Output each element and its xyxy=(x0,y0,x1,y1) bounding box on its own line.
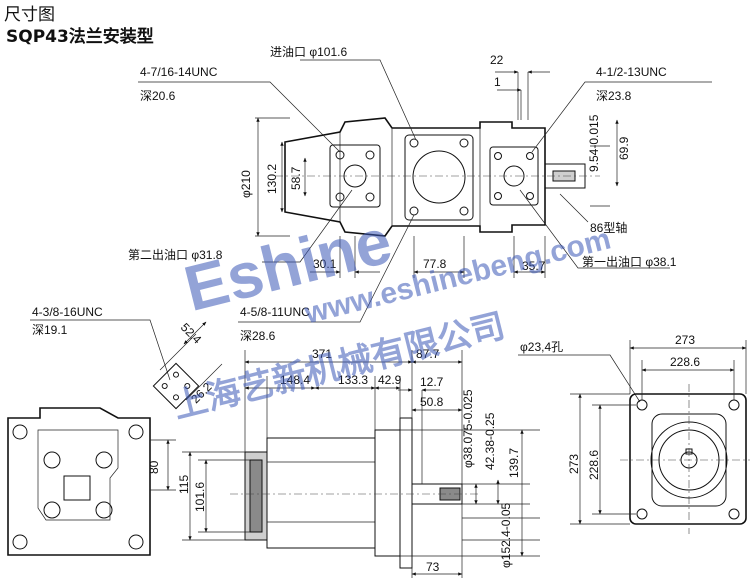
shaft-38: φ38.075-0.025 xyxy=(461,389,475,468)
dim-139-7: 139.7 xyxy=(507,448,521,478)
page-title: 尺寸图 xyxy=(4,5,55,25)
dim-22: 22 xyxy=(490,53,504,67)
depth-left-label: 深20.6 xyxy=(140,89,176,103)
inlet-label: 进油口 φ101.6 xyxy=(270,45,347,59)
dim-101-6: 101.6 xyxy=(193,482,207,512)
dim-77-8: 77.8 xyxy=(423,257,447,271)
pilot-152: φ152.4-0.05 xyxy=(499,503,513,568)
dia-210: φ210 xyxy=(239,170,253,198)
depth-right-label: 深23.8 xyxy=(596,89,632,103)
model-title: SQP43法兰安装型 xyxy=(6,27,154,47)
flange-view: φ23,4孔 273 228.6 273 228.6 xyxy=(518,333,750,534)
dim-148-4: 148.4 xyxy=(280,373,310,387)
flange-holes-label: φ23,4孔 xyxy=(520,340,563,354)
dim-50-8: 50.8 xyxy=(420,395,444,409)
dim-133-3: 133.3 xyxy=(338,373,368,387)
depth-bottom-label: 深28.6 xyxy=(240,329,276,343)
flange-228-6-h: 228.6 xyxy=(587,450,601,480)
top-view: 22 1 进油口 φ101.6 4-7/16-14UNC 深20.6 4-1/2… xyxy=(128,45,712,343)
dim-69-9: 69.9 xyxy=(617,136,631,160)
key-42: 42.38-0.25 xyxy=(483,412,497,470)
thread-left-end: 4-3/8-16UNC xyxy=(32,305,103,319)
flange-228-6-w: 228.6 xyxy=(670,355,700,369)
dim-87-7: 87.7 xyxy=(416,347,440,361)
dim-1: 1 xyxy=(494,75,501,89)
shaft-type-label: 86型轴 xyxy=(590,220,627,235)
thread-bottom-label: 4-5/8-11UNC xyxy=(240,305,310,319)
dim-12-7: 12.7 xyxy=(420,375,444,389)
dim-42-9: 42.9 xyxy=(378,373,402,387)
second-outlet-label: 第二出油口 φ31.8 xyxy=(128,248,223,262)
dim-371: 371 xyxy=(312,347,332,361)
thread-left-label: 4-7/16-14UNC xyxy=(140,65,218,79)
dim-52-4: 52.4 xyxy=(178,320,205,347)
watermark-company: 上海艺新机械有限公司 xyxy=(170,307,509,426)
dim-58-7: 58.7 xyxy=(289,166,303,190)
thread-right-label: 4-1/2-13UNC xyxy=(596,65,667,79)
side-view: 371 87.7 148.4 133.3 42.9 12.7 50.8 115 … xyxy=(177,347,540,578)
dim-80: 80 xyxy=(147,460,161,474)
flange-273-h: 273 xyxy=(567,454,581,474)
first-outlet-label: 第一出油口 φ38.1 xyxy=(582,255,677,269)
dim-73: 73 xyxy=(426,560,440,574)
depth-left-end: 深19.1 xyxy=(32,323,68,337)
dim-35-7: 35.7 xyxy=(522,259,546,273)
shaft-dia: 9.54-0.015 xyxy=(587,114,601,172)
dim-130-2: 130.2 xyxy=(265,164,279,194)
flange-273-w: 273 xyxy=(675,333,695,347)
dim-115: 115 xyxy=(177,475,191,494)
dim-30-1: 30.1 xyxy=(313,257,337,271)
